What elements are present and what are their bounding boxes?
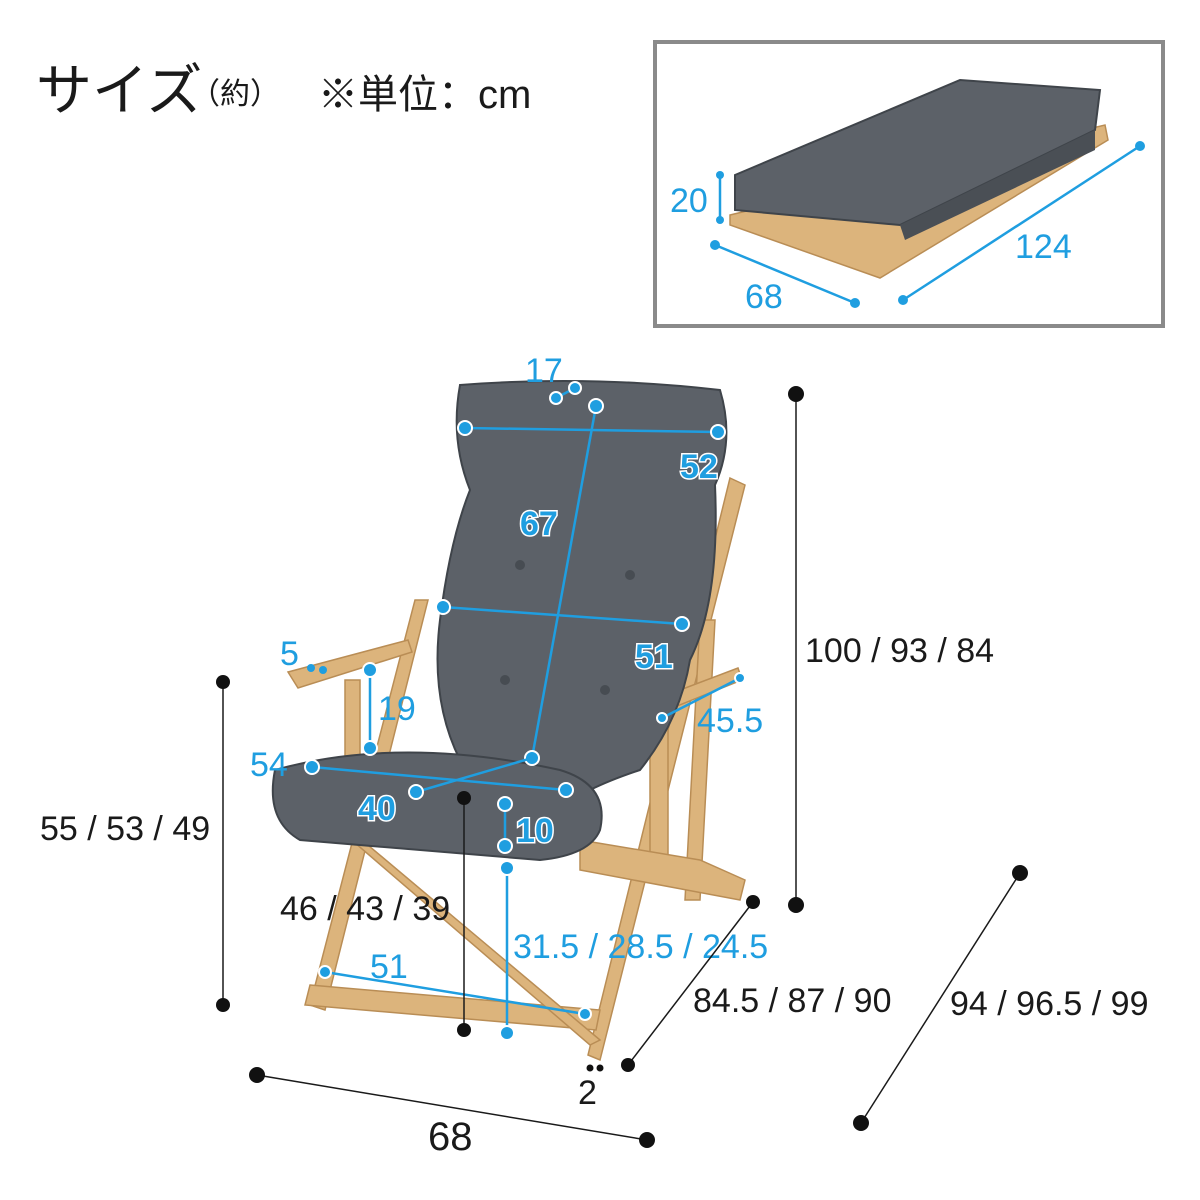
under-seat-height-label: 31.5 / 28.5 / 24.5	[513, 928, 768, 966]
arm-height-label: 55 / 53 / 49	[40, 810, 210, 848]
inset-width-label: 68	[745, 278, 783, 316]
headrest-thickness-label: 17	[525, 352, 563, 390]
inset-height-label: 20	[670, 182, 708, 220]
total-depth-label: 94 / 96.5 / 99	[950, 985, 1149, 1023]
back-cushion	[436, 380, 728, 792]
title: サイズ	[36, 59, 202, 122]
seat-height-label: 46 / 43 / 39	[280, 890, 450, 928]
base-width-label: 51	[370, 948, 408, 986]
chair-illustration	[271, 380, 746, 1062]
frame-thickness-label: 2	[578, 1074, 597, 1112]
armrest-width-label: 5	[280, 635, 299, 673]
armrest-height-label: 19	[378, 690, 416, 728]
total-height-label: 100 / 93 / 84	[805, 632, 994, 670]
blue-dimensions: 17 52 67 51 5 19 45.5 54 40 10 31.5 / 28…	[250, 352, 768, 1041]
armrest-length-label: 45.5	[697, 702, 763, 740]
cushion-thickness-label: 10	[516, 812, 554, 850]
seat-cushion	[271, 751, 603, 862]
unit-note: ※単位：cm	[318, 73, 531, 117]
headrest-width-label: 52	[680, 448, 718, 486]
black-dimensions: 100 / 93 / 84 55 / 53 / 49 46 / 43 / 39 …	[40, 386, 1149, 1159]
inset-length-label: 124	[1015, 228, 1072, 266]
seat-width-label: 54	[250, 746, 288, 784]
depth-label: 84.5 / 87 / 90	[693, 982, 892, 1020]
left-armrest	[286, 639, 413, 689]
total-width-label: 68	[428, 1115, 473, 1159]
back-height-label: 67	[520, 505, 558, 543]
seat-depth-label: 40	[358, 790, 396, 828]
approx-label: （約）	[190, 78, 280, 111]
folded-inset: 20 68 124	[653, 40, 1165, 328]
back-width-label: 51	[635, 638, 673, 676]
